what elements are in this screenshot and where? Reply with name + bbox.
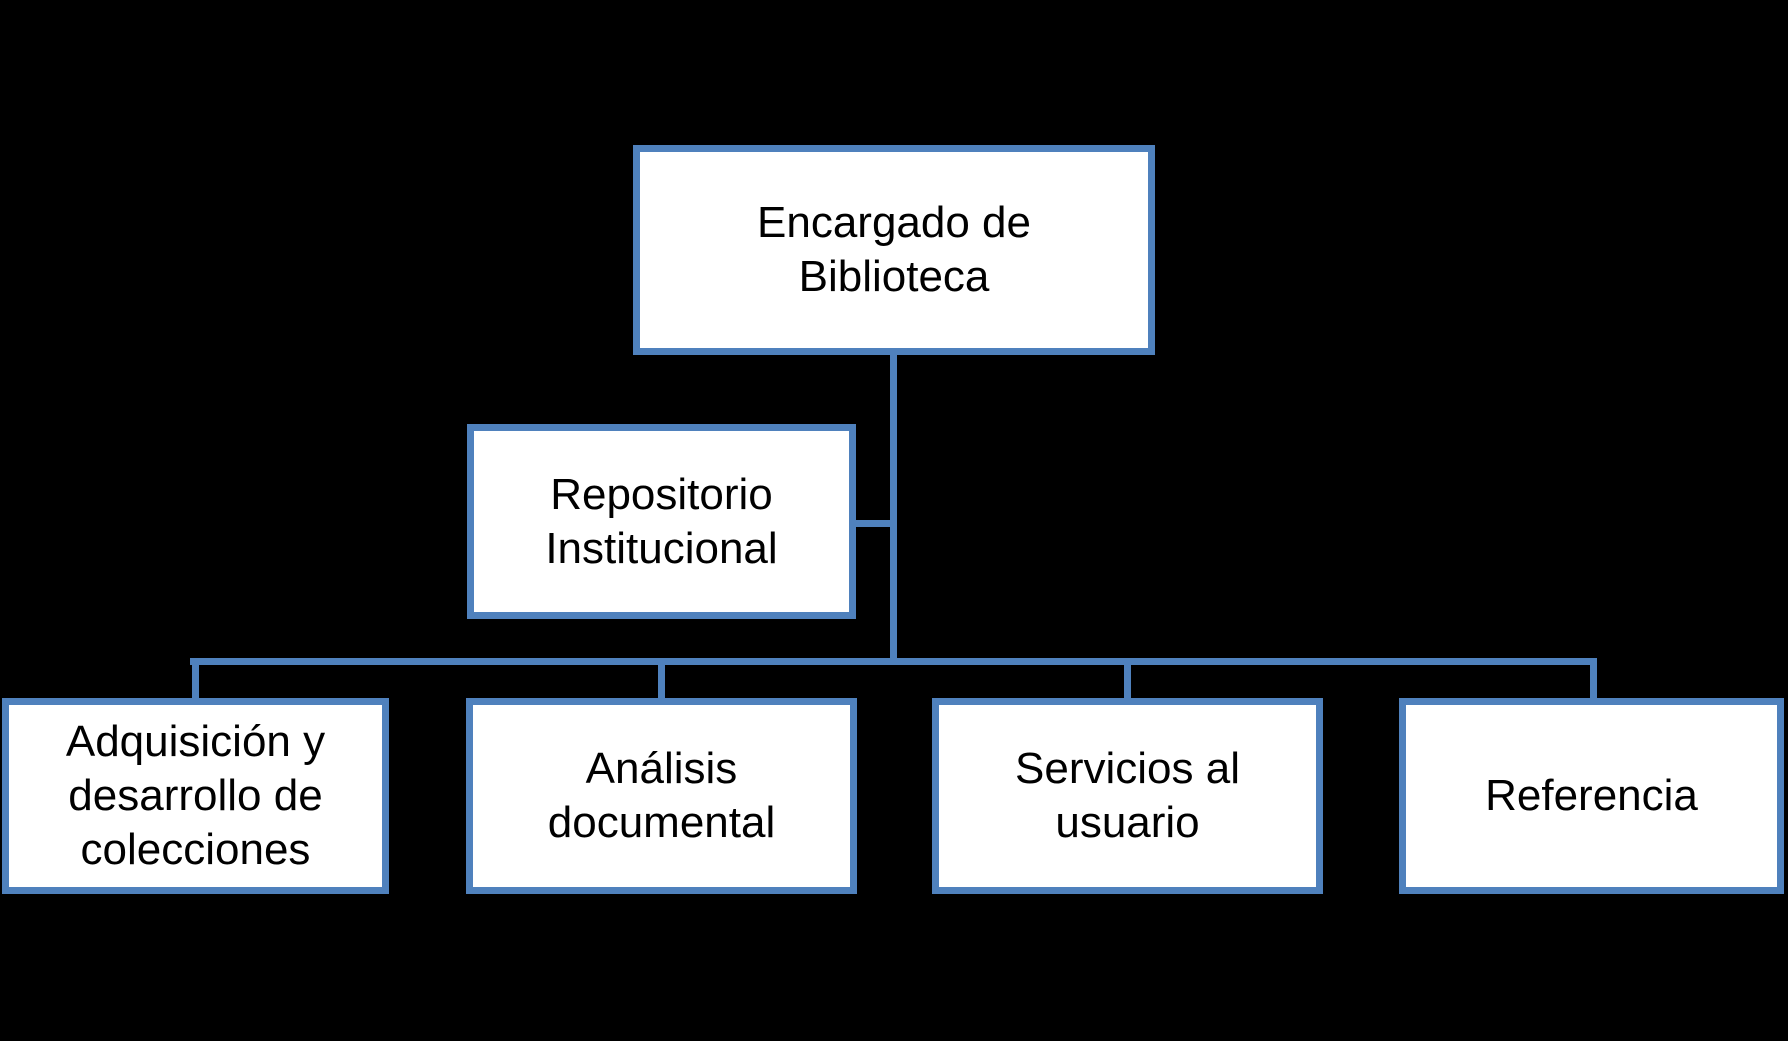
- connector-drop-servicios: [1124, 660, 1131, 702]
- node-repositorio-institucional: Repositorio Institucional: [467, 424, 856, 619]
- node-encargado-de-biblioteca: Encargado de Biblioteca: [633, 145, 1155, 355]
- connector-drop-adquisicion: [192, 660, 199, 702]
- connector-horizontal-bus: [190, 658, 1597, 665]
- node-label-servicios: Servicios al usuario: [1015, 744, 1240, 847]
- node-label-referencia: Referencia: [1485, 771, 1698, 820]
- connector-repositorio-stub: [850, 520, 897, 527]
- node-label-repositorio: Repositorio Institucional: [545, 469, 778, 573]
- node-adquisicion-y-desarrollo: Adquisición y desarrollo de colecciones: [2, 698, 389, 894]
- node-referencia: Referencia: [1399, 698, 1784, 894]
- connector-root-vertical: [890, 350, 897, 664]
- node-label-encargado: Encargado de Biblioteca: [757, 198, 1031, 301]
- connector-drop-analisis: [658, 660, 665, 702]
- node-analisis-documental: Análisis documental: [466, 698, 857, 894]
- node-label-analisis: Análisis documental: [547, 744, 776, 847]
- connector-drop-referencia: [1590, 660, 1597, 702]
- node-servicios-al-usuario: Servicios al usuario: [932, 698, 1323, 894]
- node-label-adquisicion: Adquisición y desarrollo de colecciones: [65, 717, 326, 874]
